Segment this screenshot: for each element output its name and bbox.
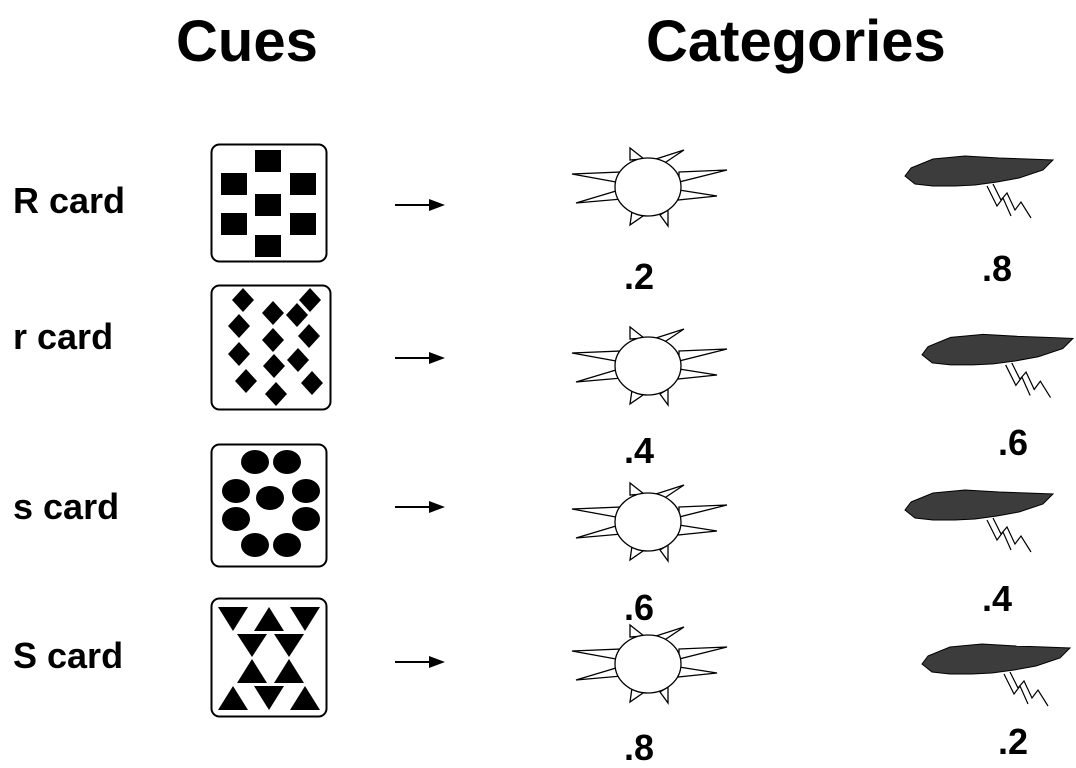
row-label-s-upper: S card — [13, 635, 124, 676]
sun-icon — [571, 325, 728, 407]
storm-cloud-icon — [904, 489, 1055, 553]
card-squares-icon — [210, 143, 328, 263]
card-diamonds-icon — [210, 284, 332, 411]
storm-cloud-icon — [921, 643, 1072, 707]
sun-probability: .2 — [624, 256, 655, 297]
storm-probability: .6 — [998, 422, 1029, 463]
card-triangles-icon — [210, 597, 328, 718]
row-label-r-lower: r card — [13, 316, 114, 357]
sun-icon — [571, 623, 728, 705]
right-arrow-icon — [395, 656, 445, 668]
sun-icon — [571, 481, 728, 563]
storm-probability: .4 — [982, 578, 1013, 619]
card-circles-icon — [210, 443, 328, 568]
sun-icon — [571, 146, 728, 228]
right-arrow-icon — [395, 199, 445, 211]
storm-cloud-icon — [904, 155, 1055, 219]
storm-cloud-icon — [921, 333, 1075, 398]
cues-heading: Cues — [176, 9, 318, 74]
storm-probability: .8 — [982, 248, 1013, 289]
sun-probability: .4 — [624, 430, 655, 471]
storm-probability: .2 — [998, 721, 1029, 762]
sun-probability: .6 — [624, 587, 655, 628]
right-arrow-icon — [395, 501, 445, 513]
categories-heading: Categories — [646, 9, 946, 74]
right-arrow-icon — [395, 352, 445, 364]
sun-probability: .8 — [624, 727, 655, 768]
row-label-r-upper: R card — [13, 180, 126, 221]
row-label-s-lower: s card — [13, 486, 120, 527]
